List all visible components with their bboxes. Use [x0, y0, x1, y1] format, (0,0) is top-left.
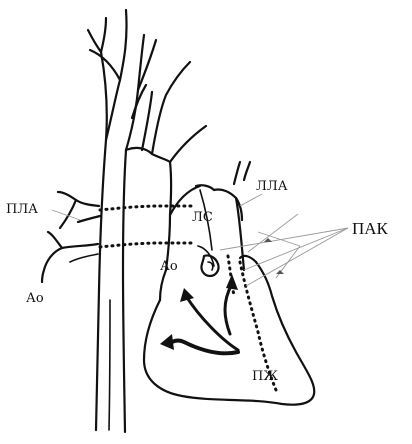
aortic-arch: [126, 148, 200, 270]
label-lla: ЛЛА: [256, 179, 288, 194]
label-pak: ПАК: [352, 219, 389, 238]
label-ls: ЛС: [192, 210, 213, 225]
flow-arrows: [160, 274, 238, 353]
label-ao-left: Ао: [26, 291, 44, 306]
label-pla: ПЛА: [6, 202, 38, 217]
left-arrow-head: [160, 334, 174, 350]
label-leaders: [52, 194, 262, 220]
descending-aorta: [96, 52, 126, 432]
diagonal-arrow-head: [180, 288, 194, 302]
up-arrow-head: [226, 274, 238, 290]
label-pzh: ПЖ: [252, 369, 278, 384]
label-ao-main: Ао: [160, 259, 178, 274]
left-pulmonary-artery: [42, 192, 100, 282]
